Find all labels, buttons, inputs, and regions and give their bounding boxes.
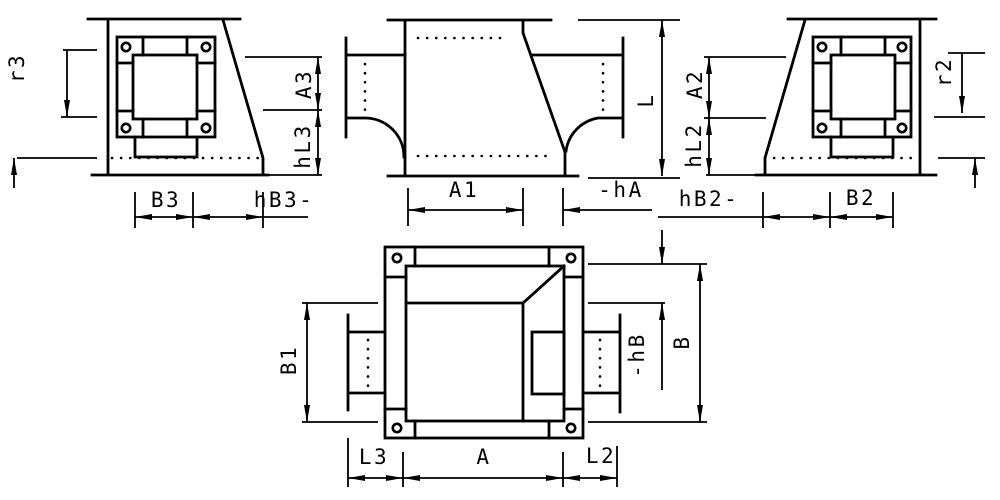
body-outline <box>754 17 938 177</box>
label-B1: B1 <box>277 345 301 375</box>
bolt-hole-icon <box>200 122 212 134</box>
label-r3: r3 <box>5 53 29 83</box>
bolt-hole-icon <box>816 41 828 53</box>
bolt-holes <box>120 41 212 134</box>
bolt-hole-icon <box>896 41 908 53</box>
flange-outer <box>115 35 217 139</box>
right-branch <box>529 36 625 153</box>
label-A3: A3 <box>292 69 316 99</box>
duct-neck <box>829 135 895 159</box>
label-r2: r2 <box>932 57 956 87</box>
bolt-holes <box>391 252 577 434</box>
flange-outer <box>811 35 913 139</box>
bolt-holes <box>816 41 908 134</box>
inner-duct-edges <box>404 264 566 423</box>
bolt-hole-icon <box>200 41 212 53</box>
flange-inner <box>829 53 897 121</box>
flange-outer <box>383 245 585 440</box>
label-A: A <box>476 445 491 469</box>
body-outline <box>386 18 580 178</box>
label-hB2: hB2- <box>679 187 740 211</box>
dimensions-plan: B1 -hB B L3 A L2 <box>277 230 707 487</box>
label-L3: L3 <box>359 445 389 469</box>
label-hL3: hL3 <box>291 123 315 168</box>
label-hA: -hA <box>598 178 643 202</box>
left-port <box>346 313 387 412</box>
label-B: B <box>670 334 694 349</box>
right-port <box>581 313 622 414</box>
label-B3: B3 <box>151 188 181 212</box>
flange-divisions <box>115 35 217 139</box>
seam-dots <box>366 338 602 390</box>
flange-inner <box>131 53 199 121</box>
flange-divisions <box>811 35 913 139</box>
body-outline <box>86 17 270 177</box>
bolt-hole-icon <box>565 252 577 264</box>
front-view-right: A2 hL2 r2 hB2- B2 <box>658 17 985 228</box>
bolt-hole-icon <box>565 422 577 434</box>
label-B2: B2 <box>846 186 876 210</box>
branch-cutout <box>530 330 566 396</box>
label-hL2: hL2 <box>682 122 706 167</box>
label-hB3: hB3- <box>254 188 315 212</box>
bolt-hole-icon <box>120 122 132 134</box>
dimensions-left-view: r3 A3 hL3 B3 hB3- <box>5 49 322 228</box>
elevation-view: L A1 -hA <box>344 18 680 226</box>
left-branch <box>344 36 407 159</box>
bolt-hole-icon <box>816 122 828 134</box>
flange-divisions <box>383 245 585 440</box>
label-L: L <box>634 92 658 107</box>
plan-view: B1 -hB B L3 A L2 <box>277 230 707 487</box>
dimensions-elevation: L A1 -hA <box>407 19 680 226</box>
label-hB: -hB <box>625 332 649 377</box>
label-A1: A1 <box>449 178 479 202</box>
bolt-hole-icon <box>391 422 403 434</box>
label-A2: A2 <box>683 69 707 99</box>
bolt-hole-icon <box>391 252 403 264</box>
dimensions-right-view: A2 hL2 r2 hB2- B2 <box>658 52 985 228</box>
label-L2: L2 <box>586 444 616 468</box>
front-view-left: r3 A3 hL3 B3 hB3- <box>5 17 322 228</box>
bolt-hole-icon <box>120 41 132 53</box>
bolt-hole-icon <box>896 122 908 134</box>
duct-neck <box>133 135 199 159</box>
seam-dots <box>363 36 605 158</box>
